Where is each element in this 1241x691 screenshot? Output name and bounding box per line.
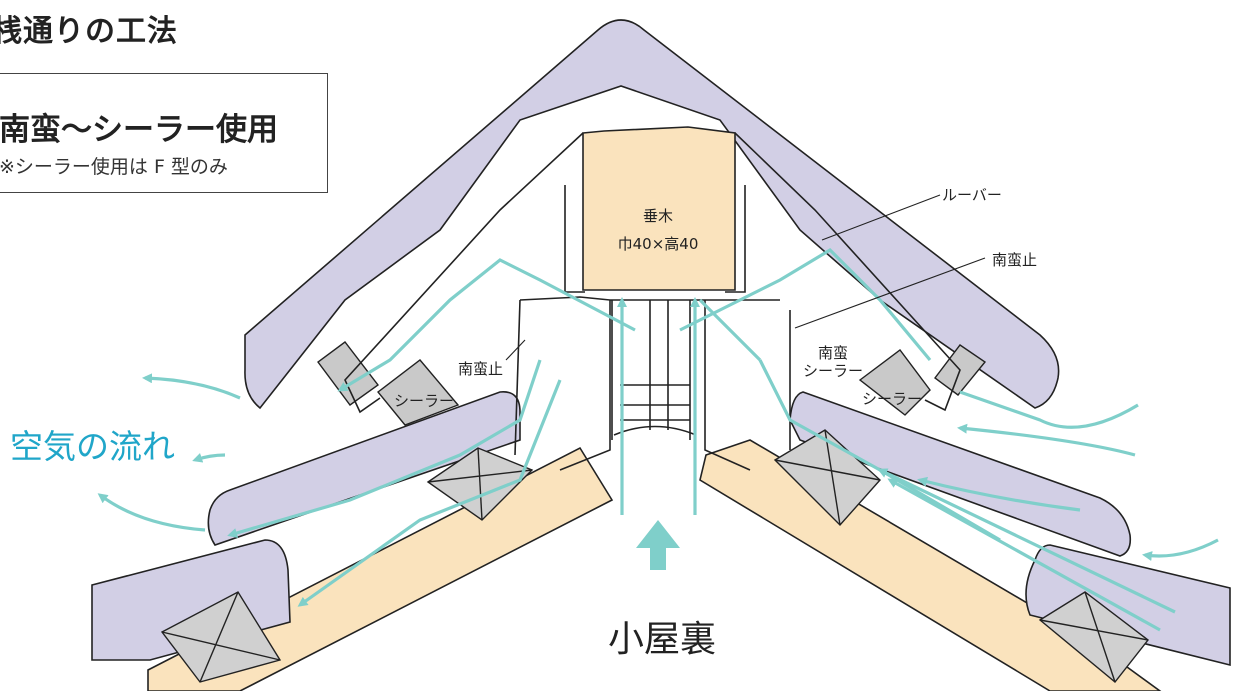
nanban-sealer-line2: シーラー [803, 362, 864, 380]
nanban-sealer-label: 南蛮 シーラー [803, 344, 863, 380]
nanban-sealer-line1: 南蛮 [818, 344, 849, 362]
sealer-label-left: シーラー [394, 392, 455, 410]
method-note: ※シーラー使用は F 型のみ [0, 156, 228, 178]
sealer-block-right-mid [858, 349, 931, 416]
crossed-block-left-lower [160, 591, 282, 683]
louver-label: ルーバー [942, 186, 1002, 204]
method-heading: 南蛮〜シーラー使用 [0, 112, 278, 148]
attic-air-big-arrow [636, 520, 680, 570]
metal-frame [344, 132, 961, 471]
leader-lines [505, 194, 986, 361]
method-box: 南蛮〜シーラー使用 ※シーラー使用は F 型のみ [0, 73, 328, 193]
sealer-label-right: シーラー [862, 390, 923, 408]
airflow-arrows [97, 247, 1219, 632]
air-flow-label: 空気の流れ [10, 427, 175, 466]
crossed-block-left-upper [426, 447, 534, 521]
nanban-stop-label-left: 南蛮止 [458, 360, 504, 378]
nanban-stop-label-right: 南蛮止 [992, 251, 1038, 269]
attic-label: 小屋裏 [608, 619, 717, 660]
crossed-block-right-upper [773, 429, 881, 527]
ridge-tile [244, 19, 1060, 410]
rafter-label-size: 巾40×高40 [617, 235, 699, 253]
sealer-block-left-mid [376, 359, 460, 426]
rafter-label-name: 垂木 [642, 207, 673, 225]
roof-tile-right-lower [1025, 544, 1231, 667]
rafter-label: 垂木 巾40×高40 [583, 202, 733, 258]
crossed-block-right-lower [1038, 591, 1149, 683]
page-title: 桟通りの工法 [0, 14, 178, 49]
roof-tile-left-upper [207, 391, 521, 546]
roof-tile-right-upper [789, 391, 1132, 557]
roof-board-right [699, 439, 1162, 691]
